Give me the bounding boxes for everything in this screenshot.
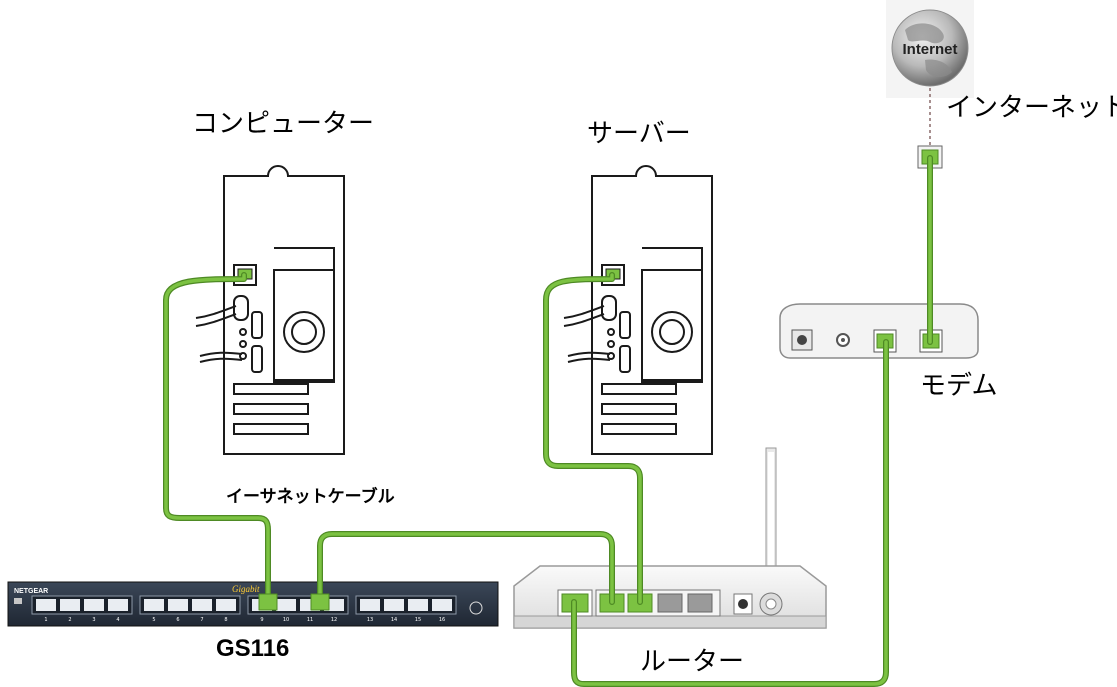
switch-port-frame — [355, 595, 457, 615]
switch-port-number: 5 — [152, 617, 155, 623]
internet-globe: Internet — [886, 0, 974, 98]
server-power-cable — [563, 305, 611, 363]
switch-brand: NETGEAR — [14, 588, 48, 595]
switch-port — [108, 599, 128, 611]
switch-port — [192, 599, 212, 611]
switch-port-number: 12 — [331, 617, 337, 623]
switch-port-group — [31, 595, 457, 615]
switch-port — [84, 599, 104, 611]
computer-power-cable — [195, 305, 243, 363]
switch-port — [360, 599, 380, 611]
switch-subtitle: Gigabit — [232, 584, 260, 594]
switch-port-number: 15 — [415, 617, 421, 623]
switch-port-number: 9 — [260, 617, 263, 623]
switch-port-number: 8 — [224, 617, 227, 623]
switch-port-number: 10 — [283, 617, 289, 623]
label-switch-model: GS116 — [216, 635, 289, 662]
router — [513, 447, 827, 629]
switch-port-number: 3 — [92, 617, 95, 623]
label-modem: モデム — [920, 371, 997, 401]
switch-port — [216, 599, 236, 611]
switch-port — [168, 599, 188, 611]
switch-port-frame — [139, 595, 241, 615]
computer-tower — [223, 165, 345, 455]
label-internet: インターネット — [946, 93, 1117, 123]
globe-label: Internet — [902, 41, 957, 58]
label-router: ルーター — [640, 647, 744, 677]
switch-port-number: 14 — [391, 617, 397, 623]
switch-port — [276, 599, 296, 611]
label-server: サーバー — [587, 119, 691, 149]
switch-port — [144, 599, 164, 611]
switch-port-number: 7 — [200, 617, 203, 623]
switch-port — [432, 599, 452, 611]
switch-port — [384, 599, 404, 611]
switch-port-frame — [31, 595, 133, 615]
server-tower — [591, 165, 713, 455]
label-computer: コンピューター — [192, 109, 374, 139]
switch-port-number: 2 — [68, 617, 71, 623]
switch-port-number: 16 — [439, 617, 445, 623]
switch-port-number: 6 — [176, 617, 179, 623]
label-ethernet-cable: イーサネットケーブル — [226, 486, 395, 507]
modem — [779, 303, 979, 359]
ethernet-cables — [163, 155, 933, 687]
switch-port — [408, 599, 428, 611]
switch-port-number: 4 — [116, 617, 119, 623]
switch-port — [60, 599, 80, 611]
switch-port-number: 11 — [307, 617, 313, 623]
switch-port-number: 13 — [367, 617, 373, 623]
switch-port-number: 1 — [44, 617, 47, 623]
switch-port — [36, 599, 56, 611]
